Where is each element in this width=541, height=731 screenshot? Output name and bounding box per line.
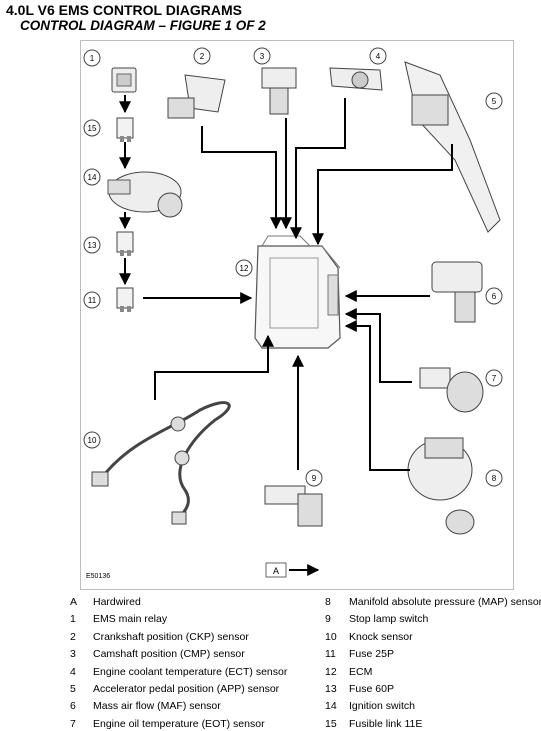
callout-14: 14 bbox=[83, 168, 101, 186]
legend-code: 11 bbox=[325, 648, 336, 661]
stop-lamp-switch bbox=[264, 485, 323, 527]
ckp-sensor bbox=[167, 74, 226, 119]
wire-5-ecm bbox=[312, 144, 453, 246]
wire-7-ecm bbox=[344, 308, 412, 383]
legend-code: A bbox=[70, 596, 78, 608]
maf-sensor bbox=[431, 261, 483, 323]
ignition-switch bbox=[107, 171, 183, 218]
figure-code: E50136 bbox=[86, 573, 110, 580]
ect-sensor bbox=[329, 67, 383, 91]
legend-label: EMS main relay bbox=[93, 613, 168, 626]
svg-text:6: 6 bbox=[492, 292, 497, 301]
legend-label: Hardwired bbox=[93, 596, 141, 608]
legend-code: 6 bbox=[70, 700, 76, 713]
legend-code: 14 bbox=[325, 700, 337, 713]
callout-4: 4 bbox=[369, 47, 387, 65]
svg-text:11: 11 bbox=[88, 296, 97, 305]
legend-label: Engine coolant temperature (ECT) sensor bbox=[93, 665, 288, 678]
legend-label: Fuse 60P bbox=[349, 683, 394, 695]
svg-text:5: 5 bbox=[492, 97, 497, 106]
page-title: 4.0L V6 EMS CONTROL DIAGRAMS bbox=[6, 2, 242, 18]
legend-label: Crankshaft position (CKP) sensor bbox=[93, 630, 249, 643]
callout-9: 9 bbox=[305, 469, 323, 487]
wire-2-ecm bbox=[201, 126, 282, 230]
wire-10-ecm bbox=[154, 334, 274, 400]
legend-code: 5 bbox=[70, 683, 76, 695]
callout-11: 11 bbox=[83, 291, 101, 309]
callout-7: 7 bbox=[485, 369, 503, 387]
callout-1: 1 bbox=[83, 49, 101, 67]
fuse-15 bbox=[116, 117, 134, 142]
legend-code: 7 bbox=[70, 717, 76, 730]
svg-text:14: 14 bbox=[88, 173, 97, 182]
callout-6: 6 bbox=[485, 287, 503, 305]
page-subtitle: CONTROL DIAGRAM – FIGURE 1 OF 2 bbox=[20, 18, 266, 33]
cmp-sensor bbox=[261, 67, 297, 115]
callout-15: 15 bbox=[83, 119, 101, 137]
ems-main-relay bbox=[111, 67, 137, 93]
legend-label: Ignition switch bbox=[349, 700, 415, 713]
svg-text:12: 12 bbox=[240, 264, 249, 273]
fuse-13 bbox=[116, 231, 134, 256]
svg-text:8: 8 bbox=[492, 474, 497, 483]
legend-label: Stop lamp switch bbox=[349, 613, 429, 626]
callout-8: 8 bbox=[485, 469, 503, 487]
legend-code: 8 bbox=[325, 596, 331, 608]
fuse-11 bbox=[116, 287, 134, 312]
svg-text:4: 4 bbox=[376, 52, 381, 61]
wire-4-ecm bbox=[290, 98, 346, 240]
legend-label: Accelerator pedal position (APP) sensor bbox=[93, 683, 280, 695]
key-box: A bbox=[265, 562, 287, 578]
callout-10: 10 bbox=[83, 431, 101, 449]
callout-13: 13 bbox=[83, 236, 101, 254]
legend-label: Camshaft position (CMP) sensor bbox=[93, 648, 245, 661]
diagram-frame bbox=[80, 40, 514, 590]
legend-code: 15 bbox=[325, 717, 337, 730]
callout-3: 3 bbox=[253, 47, 271, 65]
svg-text:3: 3 bbox=[260, 52, 265, 61]
legend-code: 4 bbox=[70, 665, 76, 678]
legend-code: 13 bbox=[325, 683, 337, 695]
map-sensor bbox=[407, 437, 475, 535]
legend-code: 2 bbox=[70, 630, 76, 643]
legend-code: 10 bbox=[325, 630, 337, 643]
legend-label: Engine oil temperature (EOT) sensor bbox=[93, 717, 265, 730]
legend-label: Mass air flow (MAF) sensor bbox=[93, 700, 221, 713]
svg-text:10: 10 bbox=[88, 436, 97, 445]
legend-code: 3 bbox=[70, 648, 76, 661]
legend-label: Fuse 25P bbox=[349, 648, 394, 661]
legend-code: 9 bbox=[325, 613, 331, 626]
knock-sensor-harness bbox=[91, 401, 231, 525]
svg-text:7: 7 bbox=[492, 374, 497, 383]
svg-text:13: 13 bbox=[88, 241, 97, 250]
callout-5: 5 bbox=[485, 92, 503, 110]
svg-text:15: 15 bbox=[88, 124, 97, 133]
legend-label: Manifold absolute pressure (MAP) sensor bbox=[349, 596, 541, 608]
legend-code: 12 bbox=[325, 665, 337, 678]
svg-text:1: 1 bbox=[90, 54, 95, 63]
svg-text:2: 2 bbox=[200, 52, 205, 61]
legend-code: 1 bbox=[70, 613, 76, 626]
callout-12: 12 bbox=[235, 259, 253, 277]
legend-label: ECM bbox=[349, 665, 373, 678]
legend-label: Knock sensor bbox=[349, 630, 413, 643]
svg-text:A: A bbox=[273, 566, 279, 576]
wire-8-ecm bbox=[344, 320, 410, 471]
legend-label: Fusible link 11E bbox=[349, 717, 423, 730]
eot-sensor bbox=[419, 367, 484, 413]
svg-text:9: 9 bbox=[312, 474, 317, 483]
ecm-module bbox=[254, 235, 341, 349]
callout-2: 2 bbox=[193, 47, 211, 65]
